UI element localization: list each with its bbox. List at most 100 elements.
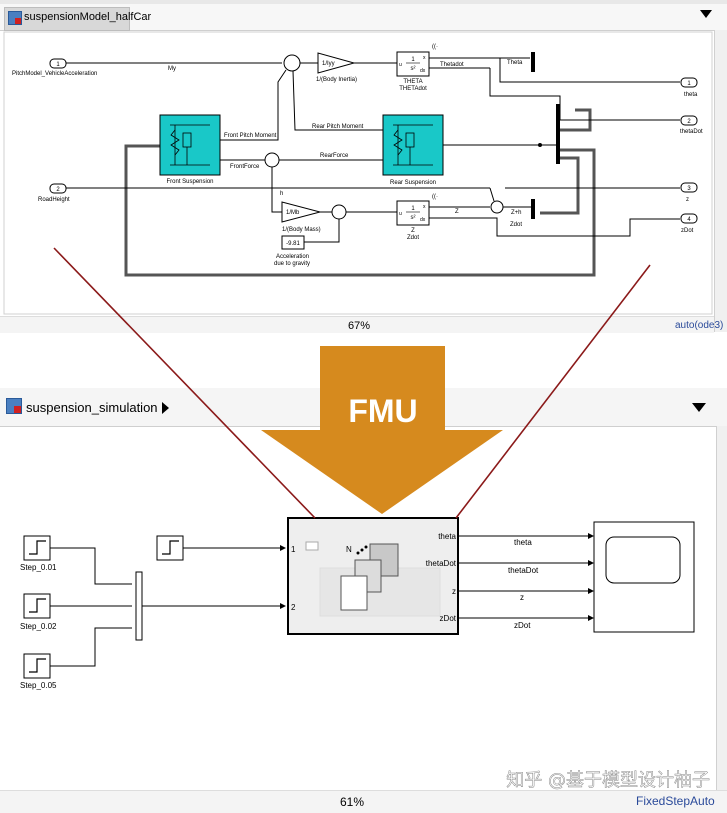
bottom-solver[interactable]: FixedStepAuto — [636, 794, 715, 808]
signal-log-icon: ((· — [432, 44, 438, 50]
svg-text:Rear Pitch Moment: Rear Pitch Moment — [312, 124, 364, 130]
svg-text:((·: ((· — [432, 194, 438, 200]
step-2-label: Step_0.02 — [20, 622, 57, 631]
top-diagram-canvas: 1 PitchModel_VehicleAcceleration My 1/Iy… — [3, 31, 713, 315]
lock-icon — [15, 18, 21, 24]
step-block-1[interactable] — [23, 535, 51, 561]
svg-text:z: z — [686, 197, 689, 203]
top-scrollbar[interactable] — [714, 30, 727, 332]
svg-text:x: x — [423, 55, 426, 61]
svg-text:1: 1 — [411, 57, 415, 63]
fmu-arrow — [261, 346, 503, 514]
svg-text:h: h — [280, 191, 283, 197]
gain-mb[interactable] — [281, 201, 322, 223]
projection-line-right — [455, 264, 651, 519]
svg-text:THETA: THETA — [403, 79, 422, 85]
fmu-in1-label: 1 — [291, 545, 296, 554]
svg-text:Thetadot: Thetadot — [440, 62, 464, 68]
top-status-bar: 67% auto(ode3) — [0, 316, 723, 333]
step-1-label: Step_0.01 — [20, 563, 57, 572]
svg-text:4: 4 — [687, 217, 691, 223]
svg-text:zDot: zDot — [681, 228, 694, 234]
bottom-zoom-level: 61% — [340, 795, 365, 809]
svg-text:2: 2 — [687, 119, 691, 125]
step-block-2[interactable] — [23, 593, 51, 619]
gain-iyy-label: 1/Iyy — [322, 61, 335, 67]
svg-text:Zdot: Zdot — [407, 235, 419, 241]
integrator-theta[interactable] — [396, 51, 430, 77]
outport-1[interactable] — [680, 77, 698, 88]
integrator-z[interactable] — [396, 200, 430, 226]
svg-text:FrontForce: FrontForce — [230, 164, 260, 170]
breadcrumb-arrow-icon[interactable] — [162, 402, 169, 414]
step-3-label: Step_0.05 — [20, 681, 57, 690]
top-solver[interactable]: auto(ode3) — [675, 320, 724, 331]
mux-low[interactable] — [531, 199, 535, 219]
svg-text:2: 2 — [56, 187, 60, 193]
inport-1-num: 1 — [56, 62, 60, 68]
line-label-theta: theta — [514, 538, 532, 547]
top-model-tab[interactable]: suspensionModel_halfCar — [4, 7, 151, 31]
watermark: 知乎 @基于模型设计柚子 — [506, 770, 710, 791]
mux-top[interactable] — [531, 52, 535, 72]
svg-text:-9.81: -9.81 — [286, 241, 300, 247]
fmu-out-theta: theta — [438, 532, 456, 541]
fmu-stack-icon — [319, 543, 441, 617]
gain-iyy-caption: 1/(Body Inertia) — [316, 77, 357, 83]
svg-text:1/Mb: 1/Mb — [286, 210, 300, 216]
svg-text:1: 1 — [411, 206, 415, 212]
outport-2[interactable] — [680, 115, 698, 126]
fmu-arrow-label: FMU — [348, 393, 417, 429]
svg-text:s²: s² — [411, 215, 416, 221]
bottom-scrollbar[interactable] — [716, 426, 727, 790]
svg-text:due to gravity: due to gravity — [274, 261, 310, 267]
line-label-zdot: zDot — [514, 621, 531, 630]
svg-text:3: 3 — [687, 186, 691, 192]
svg-text:thetaDot: thetaDot — [680, 129, 703, 135]
svg-text:Theta: Theta — [507, 60, 523, 66]
fmu-out-thetadot: thetaDot — [426, 559, 457, 568]
bottom-lock-icon — [14, 406, 21, 413]
line-label-thetadot: thetaDot — [508, 566, 539, 575]
svg-text:x: x — [423, 204, 426, 210]
svg-text:RoadHeight: RoadHeight — [38, 197, 70, 203]
outport-3[interactable] — [680, 182, 698, 193]
fmu-in2-label: 2 — [291, 603, 296, 612]
step-block-3[interactable] — [23, 653, 51, 679]
step-block-4[interactable] — [156, 535, 184, 561]
fmu-n-label: N — [346, 545, 352, 554]
svg-text:s²: s² — [411, 66, 416, 72]
demux-right[interactable] — [556, 104, 560, 164]
svg-text:theta: theta — [684, 92, 698, 98]
scope-screen-icon — [605, 536, 681, 584]
svg-text:Front Pitch Moment: Front Pitch Moment — [224, 133, 277, 139]
outport-4[interactable] — [680, 213, 698, 224]
top-tab-bar: suspensionModel_halfCar — [0, 0, 727, 31]
top-zoom-level: 67% — [348, 320, 371, 332]
svg-text:Z: Z — [455, 209, 459, 215]
mux-block[interactable] — [135, 571, 143, 641]
svg-text:dx: dx — [420, 217, 426, 223]
fmu-out-zdot: zDot — [440, 614, 457, 623]
svg-text:1: 1 — [687, 81, 691, 87]
svg-text:u: u — [399, 62, 402, 68]
bottom-menu-chevron-icon[interactable] — [692, 403, 706, 412]
bottom-tab-label[interactable]: suspension_simulation — [26, 400, 158, 415]
bottom-status-bar: 61% FixedStepAuto — [0, 790, 727, 813]
gain-iyy[interactable] — [317, 52, 356, 74]
signal-my: My — [168, 66, 176, 72]
top-title-strip — [0, 0, 727, 4]
top-menu-chevron-icon[interactable] — [700, 10, 712, 18]
svg-text:THETAdot: THETAdot — [399, 86, 427, 92]
line-label-z: z — [520, 593, 524, 602]
inport-1-name: PitchModel_VehicleAcceleration — [12, 71, 97, 77]
svg-text:Front Suspension: Front Suspension — [166, 179, 213, 185]
svg-text:Z+h: Z+h — [511, 210, 522, 216]
top-tab-label: suspensionModel_halfCar — [24, 11, 152, 23]
svg-text:Z: Z — [411, 228, 415, 234]
svg-text:RearForce: RearForce — [320, 153, 349, 159]
projection-line-left — [53, 247, 316, 519]
svg-text:1/(Body Mass): 1/(Body Mass) — [282, 227, 321, 233]
svg-text:Acceleration: Acceleration — [276, 254, 309, 260]
